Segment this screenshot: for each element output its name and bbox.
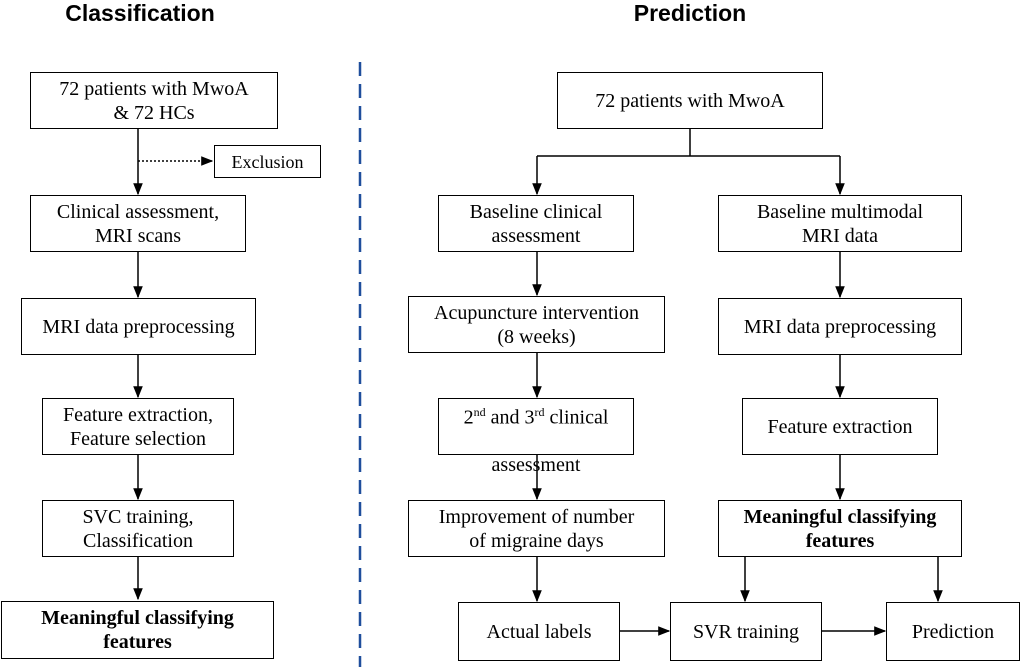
box-meaningful-features-prediction: Meaningful classifying features (718, 500, 962, 557)
assessment-sup-rd: rd (534, 404, 545, 419)
box-clinical-assessment: Clinical assessment, MRI scans (30, 195, 246, 252)
box-patients-hcs: 72 patients with MwoA & 72 HCs (30, 72, 278, 129)
assessment-and-3: and 3 (485, 406, 535, 429)
box-meaningful-features-classification: Meaningful classifying features (1, 601, 274, 659)
assessment-line2: assessment (491, 454, 581, 477)
assessment-sup-nd: nd (473, 404, 486, 419)
box-mri-preprocessing: MRI data preprocessing (21, 298, 256, 355)
box-feature-extraction-selection: Feature extraction, Feature selection (42, 398, 234, 455)
box-svr-training: SVR training (670, 602, 822, 661)
assessment-clinical: clinical (544, 406, 609, 429)
box-acupuncture: Acupuncture intervention (8 weeks) (408, 296, 665, 353)
classification-title: Classification (65, 0, 215, 26)
box-baseline-clinical: Baseline clinical assessment (438, 195, 634, 252)
box-mri-preprocessing-prediction: MRI data preprocessing (718, 298, 962, 355)
box-actual-labels: Actual labels (458, 602, 620, 661)
box-baseline-mri: Baseline multimodal MRI data (718, 195, 962, 252)
prediction-title: Prediction (633, 0, 747, 26)
box-feature-extraction-prediction: Feature extraction (742, 398, 938, 455)
box-improvement: Improvement of number of migraine days (408, 500, 665, 557)
box-patients-mwoa: 72 patients with MwoA (557, 72, 823, 129)
box-prediction: Prediction (886, 602, 1020, 661)
box-exclusion: Exclusion (214, 145, 321, 178)
box-svc-training: SVC training, Classification (42, 500, 234, 557)
box-followup-assessment: 2nd and 3rd clinical assessment (438, 398, 634, 476)
assessment-ordinal-2: 2 (463, 406, 474, 429)
